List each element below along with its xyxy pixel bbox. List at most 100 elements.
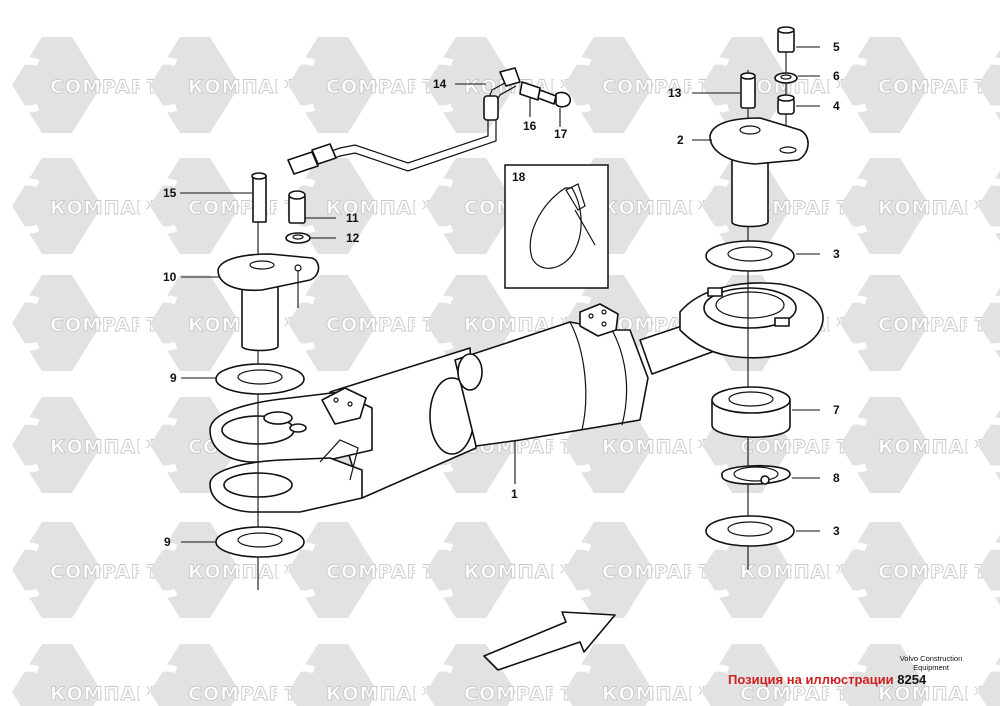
callout-11: 11: [346, 211, 359, 225]
callout-17: 17: [554, 127, 568, 141]
callout-7: 7: [833, 403, 840, 417]
callout-2: 2: [677, 133, 684, 147]
watermark-logo: [828, 542, 868, 598]
illustration-position: Позиция на иллюстрации 8254: [728, 672, 926, 687]
watermark-shape: [978, 409, 1000, 481]
watermark-logo: [276, 178, 316, 234]
watermark-shape: [564, 644, 654, 706]
watermark-text: КОМПАРТ: [878, 683, 993, 705]
watermark-logo: [966, 542, 1000, 598]
watermark-logo: [966, 664, 1000, 706]
callout-9a: 9: [170, 371, 177, 385]
watermark-text: COMPART: [602, 76, 712, 98]
watermark-logo: [138, 417, 178, 473]
watermark-shape: [12, 644, 102, 706]
watermark-text: КОМПАРТ: [326, 197, 441, 219]
callout-18: 18: [512, 170, 526, 184]
watermark-logo: [966, 295, 1000, 351]
brand-mark: Volvo Construction Equipment: [893, 654, 969, 672]
callout-3b: 3: [833, 524, 840, 538]
watermark-text: COMPART: [740, 683, 850, 705]
watermark-text: КОМПАРТ: [740, 76, 855, 98]
watermark-text: КОМПАРТ: [188, 76, 303, 98]
watermark-logo: [966, 57, 1000, 113]
watermark-text: КОМПАРТ: [602, 197, 717, 219]
watermark-logo: [828, 295, 868, 351]
right-pin-assembly: [705, 26, 809, 570]
watermark-text: COMPART: [878, 76, 988, 98]
watermark-text: COMPART: [326, 561, 436, 583]
callout-12: 12: [346, 231, 360, 245]
watermark-text: COMPART: [878, 314, 988, 336]
watermark-text: КОМПАРТ: [740, 561, 855, 583]
callout-10: 10: [163, 270, 177, 284]
callout-13: 13: [668, 86, 682, 100]
watermark-logo: [552, 542, 592, 598]
watermark-shape: [978, 534, 1000, 606]
watermark-logo: [828, 57, 868, 113]
watermark-logo: [276, 664, 316, 706]
watermark-logo: [414, 295, 454, 351]
watermark-shape: [978, 49, 1000, 121]
watermark-logo: [0, 542, 40, 598]
callout-4: 4: [833, 99, 840, 113]
watermark-logo: [0, 295, 40, 351]
callout-5: 5: [833, 40, 840, 54]
watermark-text: КОМПАРТ: [602, 683, 717, 705]
callout-16: 16: [523, 119, 537, 133]
watermark-text: COMPART: [188, 197, 298, 219]
watermark-text: COMPART: [602, 561, 712, 583]
watermark-logo: [414, 57, 454, 113]
illustration-caption: Позиция на иллюстрации: [728, 672, 894, 687]
callout-8: 8: [833, 471, 840, 485]
watermark-logo: [414, 664, 454, 706]
watermark-logo: [138, 57, 178, 113]
watermark-logo: [138, 295, 178, 351]
hydraulic-cylinder: [209, 282, 824, 513]
watermark-logo: [414, 542, 454, 598]
watermark-text: COMPART: [740, 436, 850, 458]
watermark-logo: [690, 57, 730, 113]
watermark-logo: [828, 178, 868, 234]
callout-1: 1: [511, 487, 518, 501]
watermark-logo: [138, 178, 178, 234]
brand-line-1: Volvo Construction: [899, 654, 963, 663]
watermark-text: COMPART: [50, 561, 160, 583]
watermark-text: COMPART: [326, 314, 436, 336]
watermark-logo: [552, 57, 592, 113]
watermark-shape: [702, 644, 792, 706]
left-pin-assembly: [215, 172, 320, 590]
illustration-code: 8254: [897, 672, 927, 687]
watermark-logo: [138, 542, 178, 598]
watermark-text: КОМПАРТ: [464, 561, 579, 583]
watermark-text: COMPART: [464, 683, 574, 705]
watermark-text: КОМПАРТ: [50, 436, 165, 458]
watermark-shape: [840, 644, 930, 706]
watermark-text: COMPART: [878, 561, 988, 583]
watermark-logo: [0, 417, 40, 473]
watermark-logo: [966, 417, 1000, 473]
cable-tie-inset: [504, 164, 609, 289]
hydraulic-pipe: [287, 67, 572, 175]
watermark-logo: [828, 664, 868, 706]
callout-15: 15: [163, 186, 177, 200]
watermark-logo: [414, 178, 454, 234]
watermark-text: COMPART: [50, 76, 160, 98]
callout-9b: 9: [164, 535, 171, 549]
watermark-logo: [138, 664, 178, 706]
watermark-logo: [552, 664, 592, 706]
watermark-shape: [150, 644, 240, 706]
arrow-up-right-icon: [483, 611, 616, 671]
callout-leaders: [180, 46, 820, 543]
watermark-text: COMPART: [326, 76, 436, 98]
callout-14: 14: [433, 77, 447, 91]
watermark-text: КОМПАРТ: [602, 436, 717, 458]
watermark-logo: [276, 57, 316, 113]
watermark-text: КОМПАРТ: [50, 683, 165, 705]
watermark-text: COMPART: [50, 314, 160, 336]
watermark-logo: [276, 295, 316, 351]
watermark-text: КОМПАРТ: [878, 436, 993, 458]
watermark-text: COMPART: [188, 683, 298, 705]
brand-line-2: Equipment: [913, 663, 949, 672]
